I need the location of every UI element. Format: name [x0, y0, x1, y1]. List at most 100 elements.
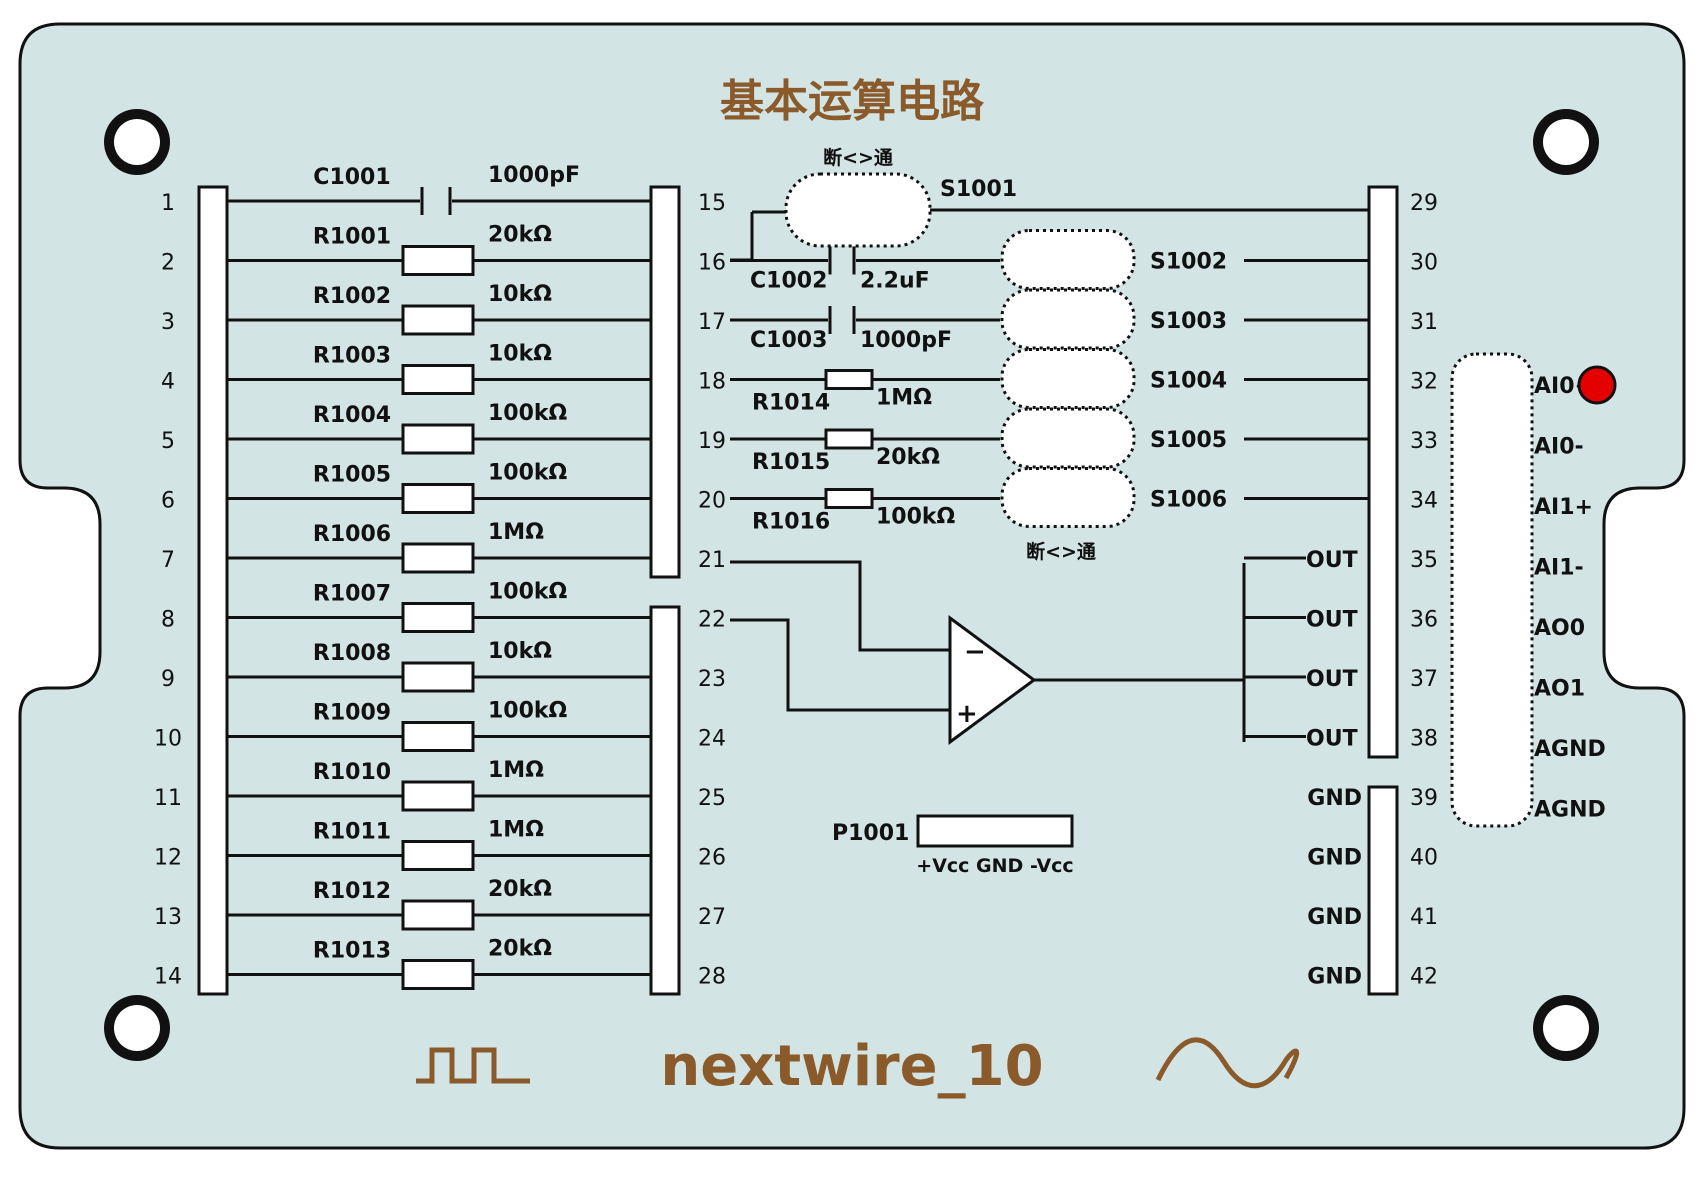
right-terminal-block-top	[1367, 185, 1399, 759]
pin-number: 12	[154, 846, 182, 871]
pin-number: 11	[154, 786, 182, 811]
opamp-plus-label: +	[956, 699, 978, 729]
daq-pin-label: AI1-	[1534, 556, 1584, 581]
mounting-hole-tr	[1533, 109, 1599, 175]
component-value: 10kΩ	[488, 639, 552, 664]
pin-number: 14	[154, 965, 182, 990]
switch-s1004[interactable]	[1000, 348, 1136, 409]
pin-number: 17	[698, 310, 726, 335]
pin-number: 37	[1410, 667, 1438, 692]
component-value: 1000pF	[488, 163, 580, 188]
s1001-left-wire	[730, 212, 754, 262]
pin-number: 31	[1410, 310, 1438, 335]
resistor-symbol	[401, 840, 475, 871]
power-connector[interactable]	[916, 814, 1074, 848]
component-value: 2.2uF	[860, 269, 930, 294]
capacitor-symbol	[420, 187, 452, 215]
component-ref: R1010	[313, 760, 391, 785]
component-ref: R1011	[313, 820, 391, 845]
resistor-symbol	[401, 542, 475, 574]
pin-number: 36	[1410, 608, 1438, 633]
switch-s1006[interactable]	[1000, 467, 1136, 528]
left-terminal-block	[197, 185, 229, 996]
pin-number: 15	[698, 191, 726, 216]
component-row: 11 25 R1010 1MΩ	[154, 758, 726, 812]
pin-number: 1	[161, 191, 175, 216]
pin-number: 39	[1410, 786, 1438, 811]
component-value: 1MΩ	[488, 758, 544, 783]
pin-number: 27	[698, 905, 726, 930]
component-ref: C1003	[750, 328, 827, 353]
daq-pin-label: AI0-	[1534, 435, 1584, 460]
out-label: OUT	[1306, 727, 1358, 752]
switch-hint-top: 断<>通	[823, 146, 894, 169]
pin-number: 40	[1410, 846, 1438, 871]
pin-number: 3	[161, 310, 175, 335]
out-label: OUT	[1306, 608, 1358, 633]
pin-number: 28	[698, 965, 726, 990]
daq-pin-label: AGND	[1534, 737, 1606, 762]
resistor-symbol	[401, 721, 475, 752]
component-ref: R1012	[313, 879, 391, 904]
capacitor-symbol	[828, 306, 856, 334]
resistor-symbol	[401, 304, 475, 336]
switch-label-s1001: S1001	[940, 177, 1017, 202]
component-ref: R1009	[313, 701, 391, 726]
power-ref: P1001	[832, 821, 909, 846]
pin-number: 34	[1410, 489, 1438, 514]
pin-number: 7	[161, 548, 175, 573]
switch-s1001[interactable]	[784, 172, 932, 248]
switch-s1003[interactable]	[1000, 288, 1136, 350]
daq-pin-label: AO1	[1534, 677, 1585, 702]
component-value: 20kΩ	[488, 877, 552, 902]
component-ref: R1016	[752, 510, 830, 535]
pin-number: 32	[1410, 370, 1438, 395]
switch-hint-bottom: 断<>通	[1026, 540, 1097, 563]
switch-s1002[interactable]	[1000, 229, 1136, 290]
component-value: 1000pF	[860, 328, 952, 353]
component-ref: R1006	[313, 522, 391, 547]
switch-s1005[interactable]	[1000, 407, 1136, 469]
component-value: 100kΩ	[488, 461, 568, 486]
component-value: 20kΩ	[876, 445, 940, 470]
opamp-minus-wire	[730, 560, 950, 652]
component-value: 1MΩ	[488, 520, 544, 545]
component-ref: R1002	[313, 284, 391, 309]
resistor-symbol	[401, 780, 475, 812]
power-pins-label: +Vcc GND -Vcc	[916, 855, 1073, 877]
daq-pin-label: AGND	[1534, 798, 1606, 823]
resistor-symbol	[401, 423, 475, 455]
right-terminal-block-bottom	[1367, 785, 1399, 996]
pin-number: 6	[161, 489, 175, 514]
component-ref: R1004	[313, 403, 391, 428]
pin-number: 25	[698, 786, 726, 811]
pin-number: 22	[698, 608, 726, 633]
pin-number: 20	[698, 489, 726, 514]
daq-connector[interactable]	[1450, 352, 1534, 828]
pin-number: 23	[698, 667, 726, 692]
pin-number: 4	[161, 370, 175, 395]
resistor-symbol	[824, 488, 874, 509]
pin-number: 18	[698, 370, 726, 395]
component-ref: R1008	[313, 641, 391, 666]
mounting-hole-br	[1533, 995, 1599, 1061]
out-label: OUT	[1306, 667, 1358, 692]
pin-number: 30	[1410, 251, 1438, 276]
gnd-label: GND	[1307, 905, 1362, 930]
component-ref: R1014	[752, 391, 830, 416]
component-ref: C1002	[750, 269, 827, 294]
board-title: 基本运算电路	[720, 76, 985, 127]
pin-number: 5	[161, 429, 175, 454]
capacitor-symbol	[828, 246, 856, 275]
opamp-plus-wire	[730, 618, 950, 712]
pin-number: 26	[698, 846, 726, 871]
